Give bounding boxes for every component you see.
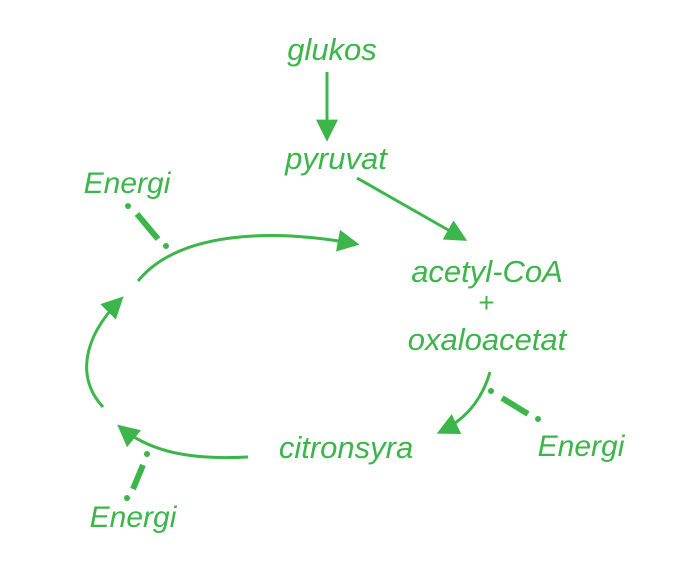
arrow-top-to-acetyl-coa (136, 229, 360, 282)
energy-label-top-left: Energi (84, 167, 172, 200)
arrow-citronsyra-to-left (117, 424, 249, 460)
acetyl-coa-label: acetyl-CoA (411, 254, 563, 289)
plus-sign: + (478, 287, 494, 318)
energy-connector-right (488, 388, 541, 422)
citronsyra-label: citronsyra (279, 430, 413, 465)
oxaloacetat-label: oxaloacetat (408, 322, 568, 357)
energy-label-bottom-left: Energi (90, 501, 178, 534)
glukos-label: glukos (287, 32, 377, 67)
pyruvat-label: pyruvat (284, 141, 388, 176)
energy-label-right: Energi (538, 430, 626, 463)
energy-connector-bottom-left (124, 451, 150, 501)
energy-connector-top-left (125, 203, 169, 249)
arrow-pyruvat-to-acetyl-coa (356, 176, 468, 241)
arrow-left-up (85, 296, 124, 409)
arrow-oxaloacetat-to-citronsyra (436, 371, 492, 434)
